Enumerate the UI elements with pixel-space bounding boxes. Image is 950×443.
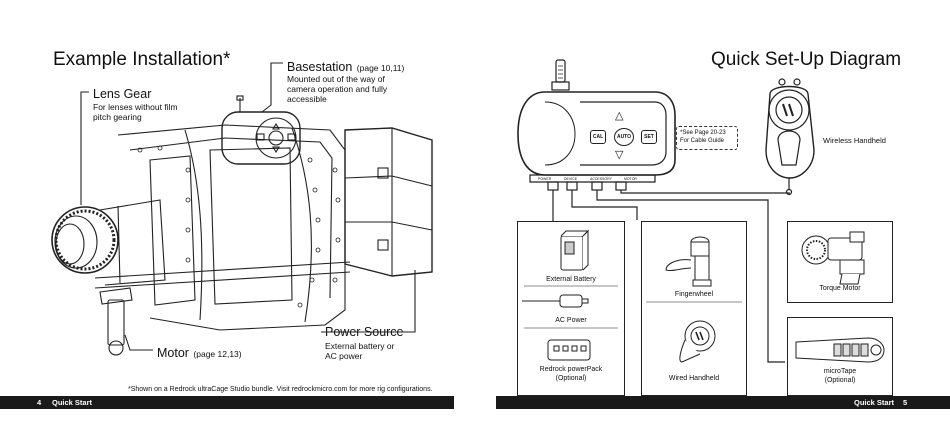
external-battery-icon bbox=[522, 229, 618, 361]
down-arrow-icon[interactable]: ▽ bbox=[615, 149, 624, 161]
right-footer-section: Quick Start bbox=[854, 398, 895, 407]
cal-button[interactable]: CAL bbox=[590, 130, 606, 144]
lens-gear-desc-2: pitch gearing bbox=[93, 112, 142, 122]
left-footer-section: Quick Start bbox=[52, 398, 93, 407]
auto-button[interactable]: AUTO bbox=[614, 128, 634, 146]
cable-note-line-2: For Cable Guide bbox=[680, 138, 725, 144]
microtape-icon bbox=[795, 337, 885, 363]
ac-power-label: AC Power bbox=[555, 317, 587, 324]
power-options-box: External Battery AC Power Redrock powerP… bbox=[517, 221, 625, 396]
wireless-handheld-label: Wireless Handheld bbox=[823, 136, 886, 145]
right-footer-bar: Quick Start 5 bbox=[496, 396, 950, 409]
left-page-number: 4 bbox=[37, 398, 42, 407]
lens-gear-desc-1: For lenses without film bbox=[93, 102, 178, 112]
cable-guide-note: *See Page 20-23 For Cable Guide bbox=[676, 126, 738, 150]
motor-title: Motor bbox=[157, 346, 189, 360]
motor-heading: Motor (page 12,13) bbox=[157, 344, 242, 362]
basestation-heading: Basestation (page 10,11) bbox=[287, 58, 404, 76]
port-label-power: POWER bbox=[538, 177, 552, 181]
basestation-title: Basestation bbox=[287, 60, 353, 74]
device-options-box: Fingerwheel Wired Handheld bbox=[641, 221, 747, 396]
basestation-desc-3: accessible bbox=[287, 94, 327, 104]
microtape-box: microTape (Optional) bbox=[787, 317, 893, 396]
port-label-accessory: ACCESSORY bbox=[590, 177, 612, 181]
set-button[interactable]: SET bbox=[641, 130, 657, 144]
ac-power-icon bbox=[522, 294, 589, 308]
right-page-title: Quick Set-Up Diagram bbox=[711, 49, 902, 70]
cable-note-line-1: *See Page 20-23 bbox=[680, 130, 726, 136]
basestation-desc-1: Mounted out of the way of bbox=[287, 74, 385, 84]
external-battery-label: External Battery bbox=[546, 276, 596, 283]
power-source-desc-2: AC power bbox=[325, 351, 363, 361]
port-label-device: DEVICE bbox=[564, 177, 578, 181]
powerpack-icon bbox=[547, 339, 591, 361]
lens-gear-title: Lens Gear bbox=[93, 87, 152, 101]
microtape-label-1: microTape bbox=[823, 368, 857, 375]
torque-motor-icon bbox=[801, 231, 865, 285]
up-arrow-icon[interactable]: △ bbox=[615, 110, 624, 122]
wired-handheld-label: Wired Handheld bbox=[668, 375, 720, 382]
footnote: *Shown on a Redrock ultraCage Studio bun… bbox=[128, 386, 433, 393]
fingerwheel-icon bbox=[646, 236, 742, 363]
basestation-desc-2: camera operation and fully bbox=[287, 84, 388, 94]
power-source-desc-1: External battery or bbox=[325, 341, 395, 351]
port-label-motor: MOTOR bbox=[624, 177, 637, 181]
left-footer-bar: 4 Quick Start bbox=[0, 396, 454, 409]
fingerwheel-label: Fingerwheel bbox=[674, 291, 714, 298]
right-page-number: 5 bbox=[903, 398, 908, 407]
powerpack-label-1: Redrock powerPack bbox=[539, 366, 603, 373]
port-labels: POWER DEVICE ACCESSORY MOTOR bbox=[534, 176, 656, 182]
torque-motor-box: Torque Motor bbox=[787, 221, 893, 303]
powerpack-label-2: (Optional) bbox=[555, 375, 587, 382]
left-page-title: Example Installation* bbox=[53, 49, 231, 70]
torque-motor-label: Torque Motor bbox=[819, 285, 861, 292]
microtape-label-2: (Optional) bbox=[824, 377, 856, 384]
motor-page-ref: (page 12,13) bbox=[193, 349, 242, 359]
wired-handheld-icon bbox=[679, 320, 716, 363]
basestation-page-ref: (page 10,11) bbox=[356, 63, 405, 73]
